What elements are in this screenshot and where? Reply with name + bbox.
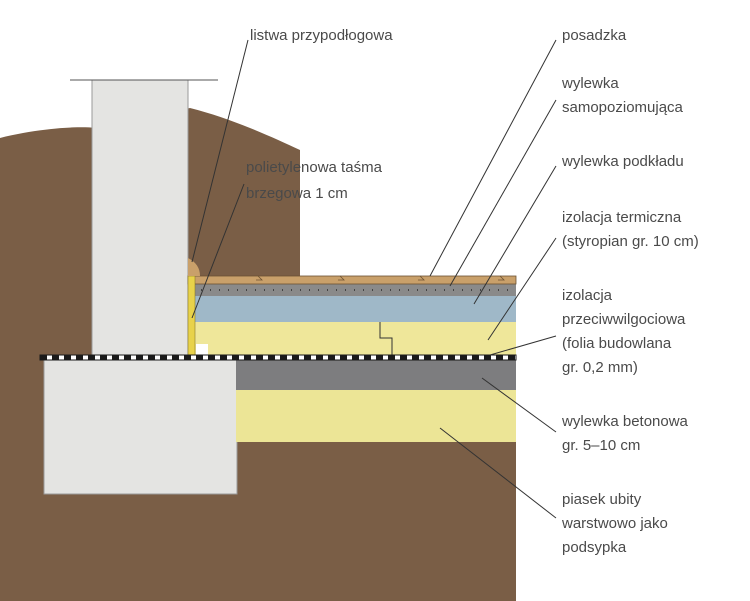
sand-layer bbox=[236, 390, 516, 442]
label-self-level-line-1: wylewka bbox=[561, 75, 619, 92]
label-concrete-line-1: wylewka betonowa bbox=[561, 413, 689, 430]
foundation-wall bbox=[91, 79, 189, 361]
label-damp-line-1: izolacja bbox=[562, 287, 613, 304]
label-damp-line-3: (folia budowlana bbox=[562, 335, 672, 352]
label-damp-line-4: gr. 0,2 mm) bbox=[562, 359, 638, 376]
label-skirting: listwa przypodłogowa bbox=[250, 27, 393, 44]
styrofoam-joint bbox=[379, 322, 393, 356]
leader-self-level bbox=[449, 99, 557, 287]
foundation-footing bbox=[43, 359, 238, 495]
floor-finish-layer bbox=[187, 275, 517, 285]
floor-joints bbox=[256, 275, 505, 281]
label-sand-line-1: piasek ubity bbox=[562, 491, 642, 508]
leader-tape bbox=[191, 183, 245, 319]
concrete-layer bbox=[236, 360, 516, 390]
label-sand-line-2: warstwowo jako bbox=[561, 515, 668, 532]
label-floor: posadzka bbox=[562, 27, 627, 44]
label-thermal-line-1: izolacja termiczna bbox=[562, 209, 682, 226]
screed-layer bbox=[188, 296, 516, 322]
leader-damp bbox=[489, 335, 557, 356]
edge-tape bbox=[187, 275, 196, 357]
label-thermal-line-2: (styropian gr. 10 cm) bbox=[562, 233, 699, 250]
leader-sand bbox=[439, 427, 557, 519]
label-tape-line-2: brzegowa 1 cm bbox=[246, 185, 348, 202]
leader-skirting bbox=[191, 39, 249, 263]
skirting-board bbox=[188, 258, 200, 276]
damp-proof-foil bbox=[39, 354, 517, 361]
label-sand-line-3: podsypka bbox=[562, 539, 627, 556]
label-damp-line-2: przeciwwilgociowa bbox=[562, 311, 686, 328]
label-concrete-line-2: gr. 5–10 cm bbox=[562, 437, 640, 454]
label-screed: wylewka podkładu bbox=[561, 153, 684, 170]
leader-screed bbox=[473, 165, 557, 305]
soil-under-floor bbox=[236, 440, 516, 601]
leader-thermal bbox=[487, 237, 557, 341]
insulation-gap bbox=[196, 344, 208, 356]
leader-floor bbox=[429, 39, 557, 277]
self-levelling-layer bbox=[188, 284, 516, 296]
leader-concrete bbox=[481, 377, 557, 433]
styrofoam-layer bbox=[188, 322, 516, 356]
label-tape-line-1: polietylenowa taśma bbox=[246, 159, 383, 176]
label-self-level-line-2: samopoziomująca bbox=[562, 99, 684, 116]
